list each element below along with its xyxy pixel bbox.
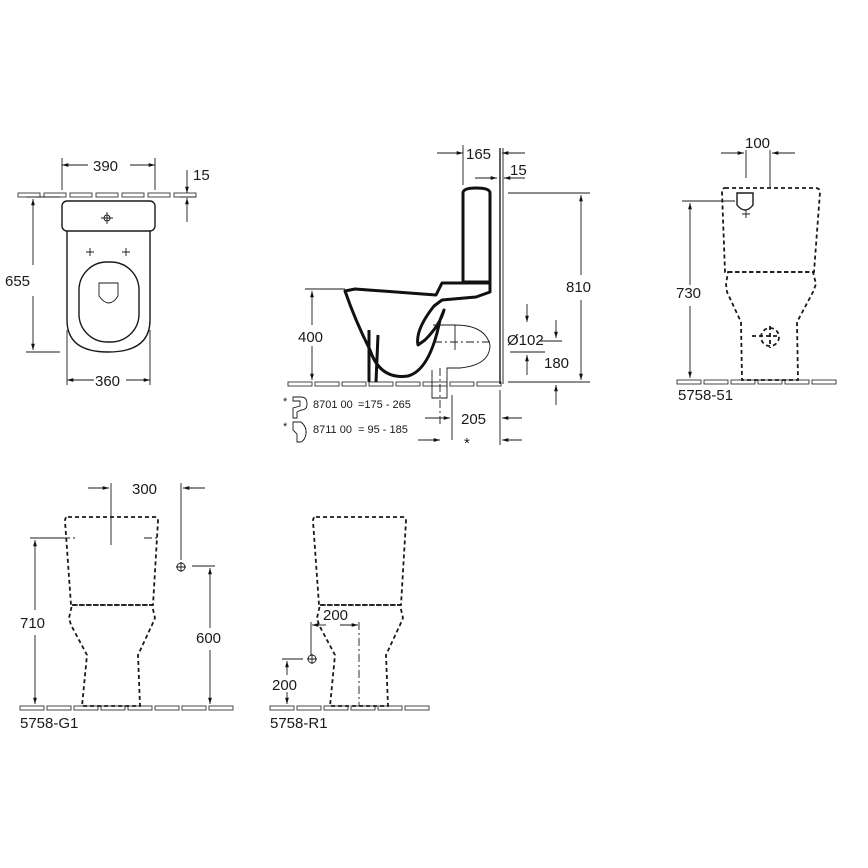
dim-wall-gap: 15 bbox=[193, 167, 210, 184]
floor-strip bbox=[287, 381, 502, 387]
bowl-outline bbox=[66, 231, 151, 353]
mounting-holes-icon bbox=[86, 248, 130, 256]
dim-height: 730 bbox=[676, 285, 701, 302]
floor-strip bbox=[19, 705, 234, 711]
model-label: 5758-51 bbox=[678, 387, 733, 404]
dim-inlet-height: 200 bbox=[272, 677, 297, 694]
dim-outlet-offset: 205 bbox=[461, 411, 486, 428]
flush-button-icon bbox=[101, 212, 113, 224]
dim-tank-width: 390 bbox=[93, 158, 118, 175]
model-label: 5758-R1 bbox=[270, 715, 328, 732]
dim-bowl-width: 360 bbox=[95, 373, 120, 390]
bowl-profile bbox=[343, 281, 492, 378]
dim-height: 710 bbox=[20, 615, 45, 632]
accessory-8701: * 8701 00 =175 - 265 bbox=[283, 396, 411, 419]
bowl-outline bbox=[316, 604, 404, 707]
dim-seat-height: 400 bbox=[298, 329, 323, 346]
dim-total-height: 810 bbox=[566, 279, 591, 296]
outlet-pipe bbox=[431, 324, 491, 399]
bowl-outline bbox=[725, 271, 817, 381]
front-view-5758-r1: 200 200 5758-R1 bbox=[269, 516, 430, 732]
tank-outline bbox=[64, 516, 159, 606]
accessory-8711: * 8711 00 = 95 - 185 bbox=[283, 421, 408, 443]
wall-strip bbox=[17, 192, 197, 198]
svg-text:*: * bbox=[283, 396, 288, 408]
dim-outlet-diameter: Ø102 bbox=[507, 332, 544, 349]
bowl-opening bbox=[98, 282, 119, 304]
seat-outline bbox=[78, 261, 140, 343]
svg-text:= 95 - 185: = 95 - 185 bbox=[358, 424, 408, 436]
side-view: 165 15 810 400 Ø102 180 205 * bbox=[283, 145, 591, 452]
tank-outline bbox=[721, 187, 821, 273]
tank-profile bbox=[461, 186, 492, 284]
bowl-outline bbox=[68, 604, 156, 707]
svg-text:*: * bbox=[283, 421, 288, 433]
dim-outlet-height: 180 bbox=[544, 355, 569, 372]
svg-text:=175 - 265: =175 - 265 bbox=[358, 399, 411, 411]
dim-length: 655 bbox=[5, 273, 30, 290]
pipe-straight-icon bbox=[292, 421, 307, 443]
dim-inlet-height: 600 bbox=[196, 630, 221, 647]
svg-text:8701 00: 8701 00 bbox=[313, 399, 353, 411]
pipe-bend-icon bbox=[292, 396, 308, 419]
dim-offset: 300 bbox=[132, 481, 157, 498]
dim-offset: 200 bbox=[323, 607, 348, 624]
top-view: 390 15 655 360 bbox=[5, 158, 210, 390]
tank-outline bbox=[61, 200, 156, 232]
inlet-icon bbox=[736, 192, 754, 211]
front-view-5758-51: 100 730 5758-51 bbox=[676, 135, 837, 404]
dim-wall-gap-side: 15 bbox=[510, 162, 527, 179]
tank-outline bbox=[312, 516, 407, 606]
floor-strip bbox=[269, 705, 430, 711]
front-view-5758-g1: 300 710 600 5758-G1 bbox=[19, 481, 234, 732]
model-label: 5758-G1 bbox=[20, 715, 78, 732]
dim-tank-depth: 165 bbox=[466, 146, 491, 163]
asterisk-marker: * bbox=[464, 435, 470, 452]
svg-text:8711 00: 8711 00 bbox=[313, 424, 352, 436]
pedestal bbox=[367, 330, 380, 383]
dim-offset: 100 bbox=[745, 135, 770, 152]
